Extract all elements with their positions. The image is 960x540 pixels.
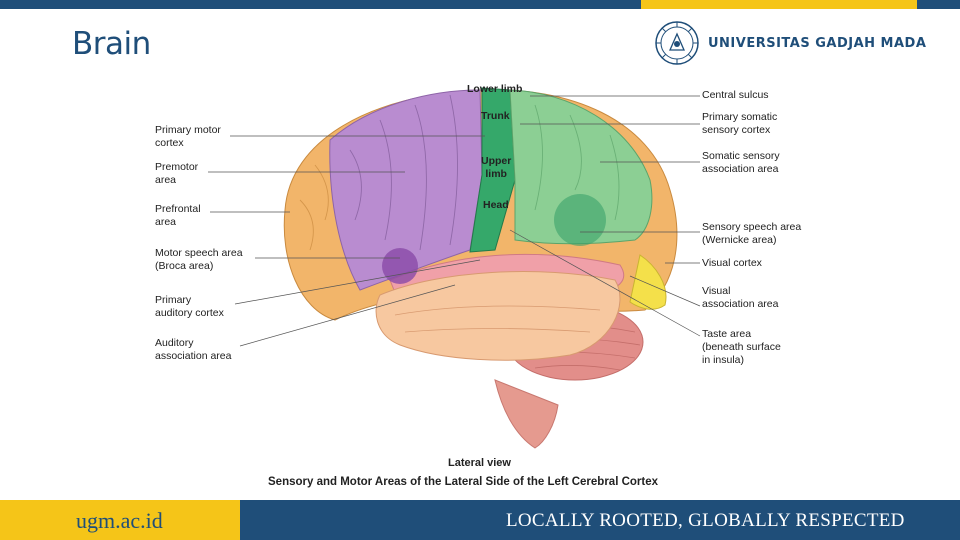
footer-slogan: LOCALLY ROOTED, GLOBALLY RESPECTED bbox=[506, 510, 905, 531]
university-logo: UNIVERSITAS GADJAH MADA bbox=[654, 20, 926, 66]
label-visual-association-area: Visual association area bbox=[702, 285, 779, 310]
leader-lines bbox=[208, 95, 701, 347]
figure-caption: Sensory and Motor Areas of the Lateral S… bbox=[268, 476, 659, 488]
label-premotor-area: Premotor area bbox=[155, 161, 199, 186]
label-trunk: Trunk bbox=[481, 110, 510, 122]
label-primary-somatic-sensory-cortex: Primary somatic sensory cortex bbox=[702, 111, 778, 136]
brain-lateral-illustration bbox=[283, 87, 678, 449]
slide-title: Brain bbox=[72, 26, 151, 62]
label-taste-area: Taste area (beneath surface in insula) bbox=[702, 328, 781, 366]
label-prefrontal-area: Prefrontal area bbox=[155, 203, 201, 228]
label-visual-cortex: Visual cortex bbox=[702, 257, 762, 269]
footer-gold-block bbox=[0, 500, 240, 540]
label-lower-limb: Lower limb bbox=[467, 83, 523, 95]
brain-diagram bbox=[208, 87, 701, 449]
university-name: UNIVERSITAS GADJAH MADA bbox=[708, 35, 927, 51]
label-central-sulcus: Central sulcus bbox=[702, 89, 769, 101]
label-primary-motor-cortex: Primary motor cortex bbox=[155, 124, 221, 149]
label-head: Head bbox=[483, 199, 509, 211]
label-upper-limb: Upper limb bbox=[481, 155, 512, 180]
label-broca-area: Motor speech area (Broca area) bbox=[155, 247, 243, 272]
footer-bar: ugm.ac.id LOCALLY ROOTED, GLOBALLY RESPE… bbox=[0, 500, 960, 540]
top-gold-accent bbox=[641, 0, 917, 9]
ugm-seal-icon bbox=[655, 21, 699, 65]
figure-view-label: Lateral view bbox=[448, 457, 511, 469]
label-wernicke-area: Sensory speech area (Wernicke area) bbox=[702, 221, 802, 246]
top-accent-bar bbox=[0, 0, 960, 9]
label-primary-auditory-cortex: Primary auditory cortex bbox=[155, 294, 224, 319]
label-somatic-sensory-association-area: Somatic sensory association area bbox=[702, 150, 780, 175]
label-auditory-association-area: Auditory association area bbox=[155, 337, 232, 362]
footer-website: ugm.ac.id bbox=[76, 508, 163, 533]
